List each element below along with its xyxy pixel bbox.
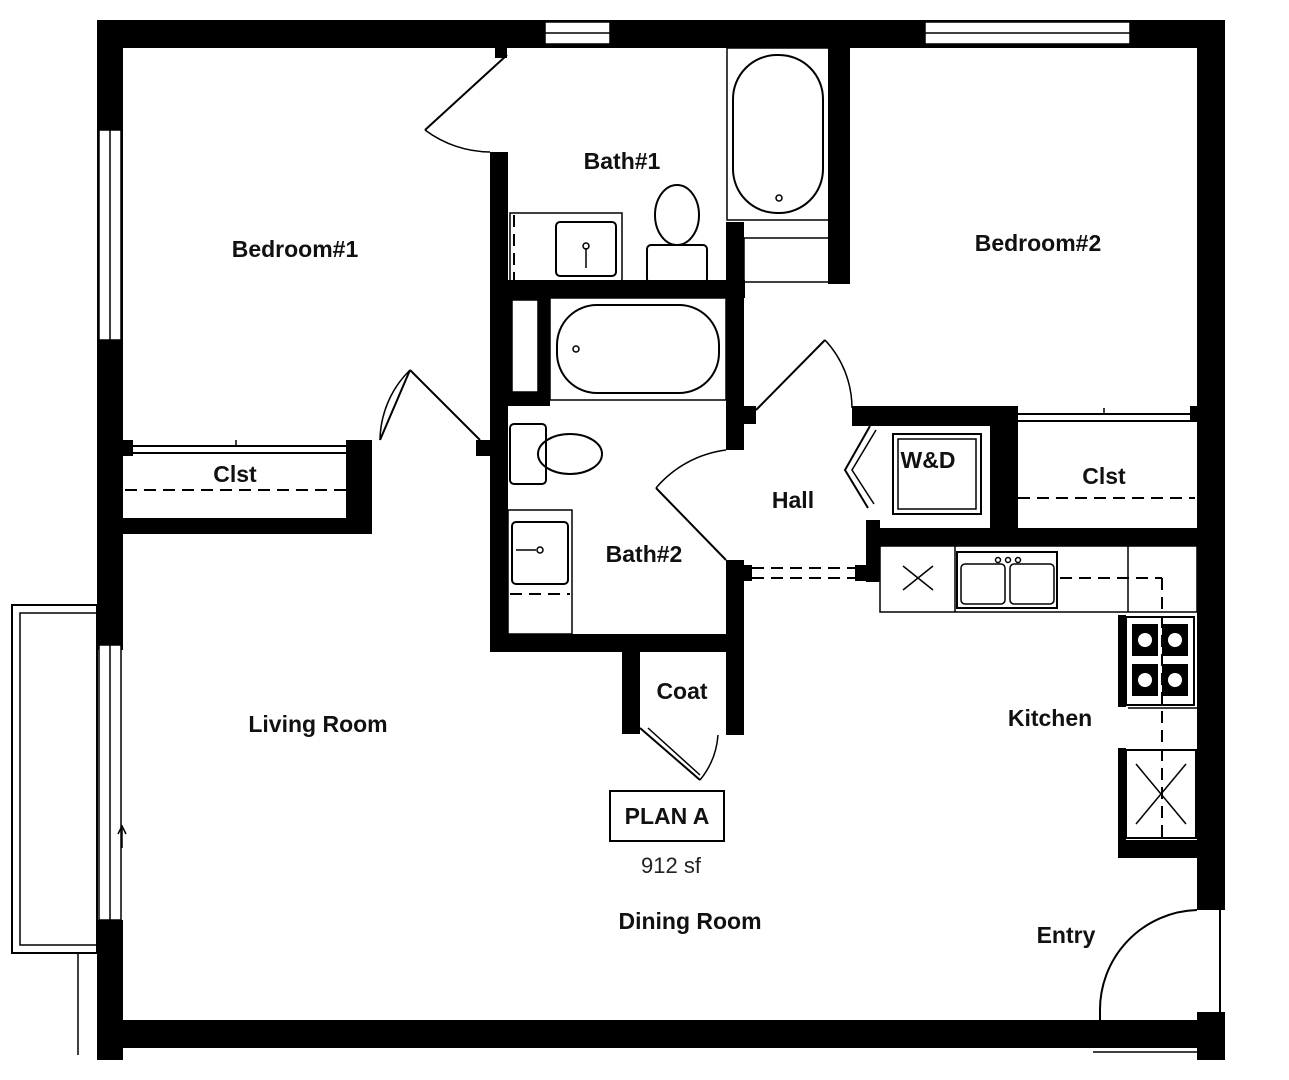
hall-opening [740,565,867,581]
label-entry: Entry [1037,922,1096,948]
label-bath1: Bath#1 [584,148,661,174]
label-wd: W&D [901,447,956,473]
plan-title-block: PLAN A 912 sf [609,790,725,878]
label-living: Living Room [248,711,387,737]
balcony [11,604,127,1055]
plan-name-box [609,790,725,842]
label-closet1: Clst [213,461,257,487]
plan-area: 912 sf [641,853,702,878]
label-kitchen: Kitchen [1008,705,1092,731]
bedroom1-closet [110,440,372,534]
bedroom1-door [379,369,481,441]
coat-closet [622,648,719,781]
windows [98,21,1131,921]
label-bedroom2: Bedroom#2 [975,230,1102,256]
bedroom2-door [744,339,853,424]
label-dining: Dining Room [618,908,761,934]
bath1 [424,44,850,652]
room-labels: Bedroom#1 Bath#1 Bedroom#2 Clst Clst W&D… [213,148,1126,948]
bath2-door [655,449,727,561]
kitchen-fixtures [879,545,1200,858]
bedroom2-closet [1018,406,1200,499]
laundry [843,406,1197,582]
entry-door [1093,907,1225,1053]
label-bath2: Bath#2 [606,541,683,567]
bath2 [476,296,744,735]
label-hall: Hall [772,487,814,513]
label-coat: Coat [656,678,707,704]
label-bedroom1: Bedroom#1 [232,236,359,262]
label-closet2: Clst [1082,463,1126,489]
plan-name: PLAN A [625,803,710,829]
